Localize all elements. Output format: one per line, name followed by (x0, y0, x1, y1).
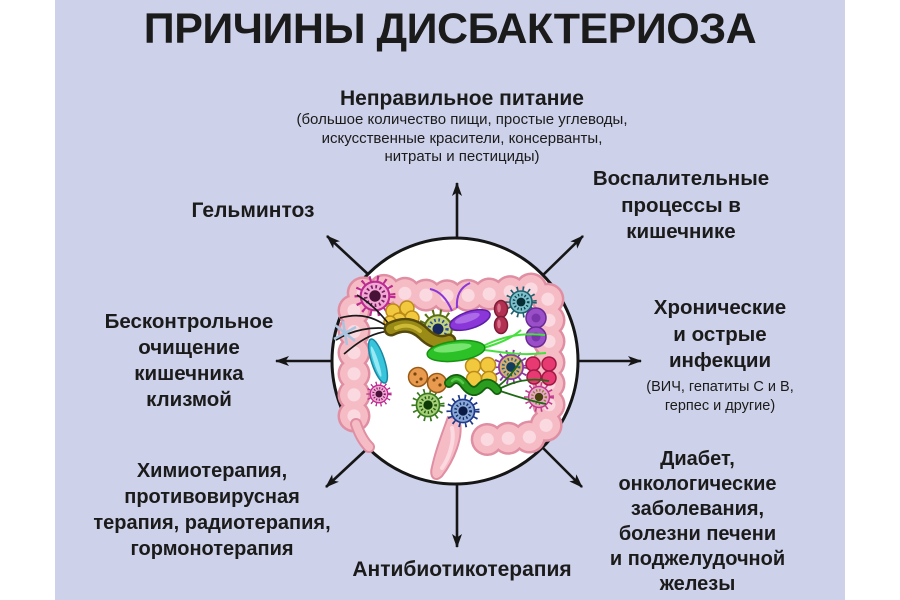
label-line: клизмой (146, 388, 232, 411)
crystal-icon (333, 320, 357, 346)
label-line: очищение (138, 336, 240, 359)
arrow-down-left (325, 445, 371, 488)
label-line: терапия, радиотерапия, (93, 512, 331, 534)
label-line: кишечнике (626, 220, 736, 243)
cause-subtext: искусственные красители, консерванты, (321, 129, 603, 147)
cause-title: Гельминтоз (191, 199, 315, 222)
cause-title: Неправильное питание (340, 87, 584, 110)
label-line: противовирусная (124, 486, 300, 508)
flagellate-bacterium-icon (426, 329, 547, 363)
cause-diabetes: Диабет, онкологические заболевания, боле… (585, 447, 810, 597)
label-line: Диабет, (660, 448, 735, 470)
cause-infections: Хронические и острые инфекции (ВИЧ, гепа… (612, 295, 828, 417)
label-line: процессы в (621, 193, 741, 217)
label-line: онкологические (618, 473, 777, 495)
cause-antibiotics: Антибиотикотерапия (322, 558, 602, 582)
label-line: железы (659, 573, 736, 595)
diplococci-icon (493, 299, 509, 335)
label-line: гормонотерапия (130, 538, 294, 560)
rod-bacterium-icon (367, 338, 389, 384)
label-line: и поджелудочной (609, 548, 786, 570)
label-line: Воспалительные (592, 167, 770, 190)
cause-inflammation: Воспалительные процессы в кишечнике (571, 166, 791, 246)
label-line: Хронические (653, 296, 787, 319)
cause-subtext: нитраты и пестициды) (384, 148, 540, 165)
arrow-down-right (539, 444, 583, 488)
cause-subtext: (ВИЧ, гепатиты C и B, (646, 378, 794, 395)
label-line: заболевания, (630, 498, 765, 520)
label-line: инфекции (668, 349, 772, 372)
arrow-group (275, 182, 642, 548)
cocci-pair-icon (407, 366, 448, 394)
spiral-bacterium-icon (444, 359, 550, 405)
cause-helminthiasis: Гельминтоз (153, 199, 353, 223)
arrow-up-right (540, 235, 584, 278)
cause-nutrition: Неправильное питание (большое количество… (277, 86, 647, 167)
cause-subtext: герпес и другие) (664, 398, 776, 414)
cause-enema: Бесконтрольное очищение кишечника клизмо… (79, 309, 299, 413)
label-line: и острые (673, 322, 767, 346)
page-title: ПРИЧИНЫ ДИСБАКТЕРИОЗА (143, 5, 757, 53)
label-line: болезни печени (618, 523, 777, 545)
label-line: кишечника (134, 362, 244, 385)
cause-subtext: (большое количество пищи, простые углево… (296, 111, 628, 128)
flagellate-bacterium-icon (429, 282, 491, 332)
cause-title: Антибиотикотерапия (352, 558, 572, 581)
label-line: Химиотерапия, (136, 460, 288, 482)
rod-bacterium-icon (335, 294, 457, 355)
arrow-up-left (326, 235, 371, 277)
label-line: Бесконтрольное (104, 310, 274, 333)
microbes (333, 278, 557, 426)
cause-chemotherapy: Химиотерапия, противовирусная терапия, р… (72, 458, 352, 562)
